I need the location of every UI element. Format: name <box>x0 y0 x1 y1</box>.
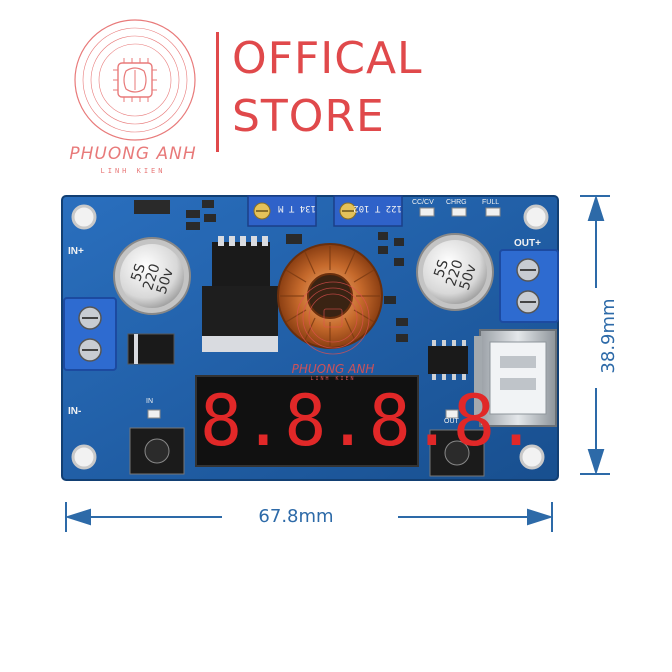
opamp-chip <box>428 340 468 380</box>
label-in-minus: IN- <box>68 406 82 417</box>
toroid-inductor <box>277 243 383 349</box>
logo-name: PHUONG ANH <box>69 144 197 164</box>
capacitor-left <box>113 237 191 315</box>
label-chrg: CHRG <box>446 199 467 206</box>
pot2-label: 122 T 102 <box>353 203 402 213</box>
width-dimension <box>64 502 554 532</box>
potentiometer-2 <box>333 195 403 227</box>
mounting-holes <box>71 204 549 470</box>
push-button-right <box>429 429 485 477</box>
status-leds <box>147 207 501 419</box>
regulator-ic <box>202 236 278 352</box>
label-full: FULL <box>482 199 500 206</box>
push-button-left <box>129 427 185 475</box>
display-digits: 8. 8. 8. 8. <box>200 380 537 462</box>
pot1-label: 134 T M <box>278 203 316 213</box>
input-terminal <box>63 297 117 371</box>
height-dimension <box>580 194 610 476</box>
capacitor-right <box>416 233 494 311</box>
potentiometer-1 <box>247 195 317 227</box>
watermark-subtitle: LINH KIEN <box>310 376 356 382</box>
width-dimension-label: 67.8mm <box>258 506 334 527</box>
logo-subtitle: LINH KIEN <box>100 167 166 175</box>
display-digit-2: 8. <box>284 380 369 462</box>
store-logo <box>74 19 196 141</box>
usb-port <box>474 329 557 427</box>
store-title: OFFICAL STORE <box>232 30 423 146</box>
store-title-line1: OFFICAL <box>232 33 423 84</box>
label-cc-cv: CC/CV <box>412 199 434 206</box>
output-terminal <box>499 249 559 323</box>
label-in-plus: IN+ <box>68 246 84 257</box>
store-title-line2: STORE <box>232 91 385 142</box>
center-watermark <box>296 281 370 355</box>
display-digit-4: 8. <box>452 380 538 462</box>
label-out-small: OUT <box>444 418 459 425</box>
display-digit-3: 8. <box>368 380 453 462</box>
seven-segment-display <box>195 375 419 467</box>
watermark-name: PHUONG ANH <box>291 362 375 376</box>
height-dimension-label: 38.9mm <box>598 298 619 374</box>
display-digit-1: 8. <box>200 380 285 462</box>
store-divider <box>216 32 219 152</box>
label-in-small: IN <box>146 398 153 405</box>
label-out-plus: OUT+ <box>514 238 541 249</box>
